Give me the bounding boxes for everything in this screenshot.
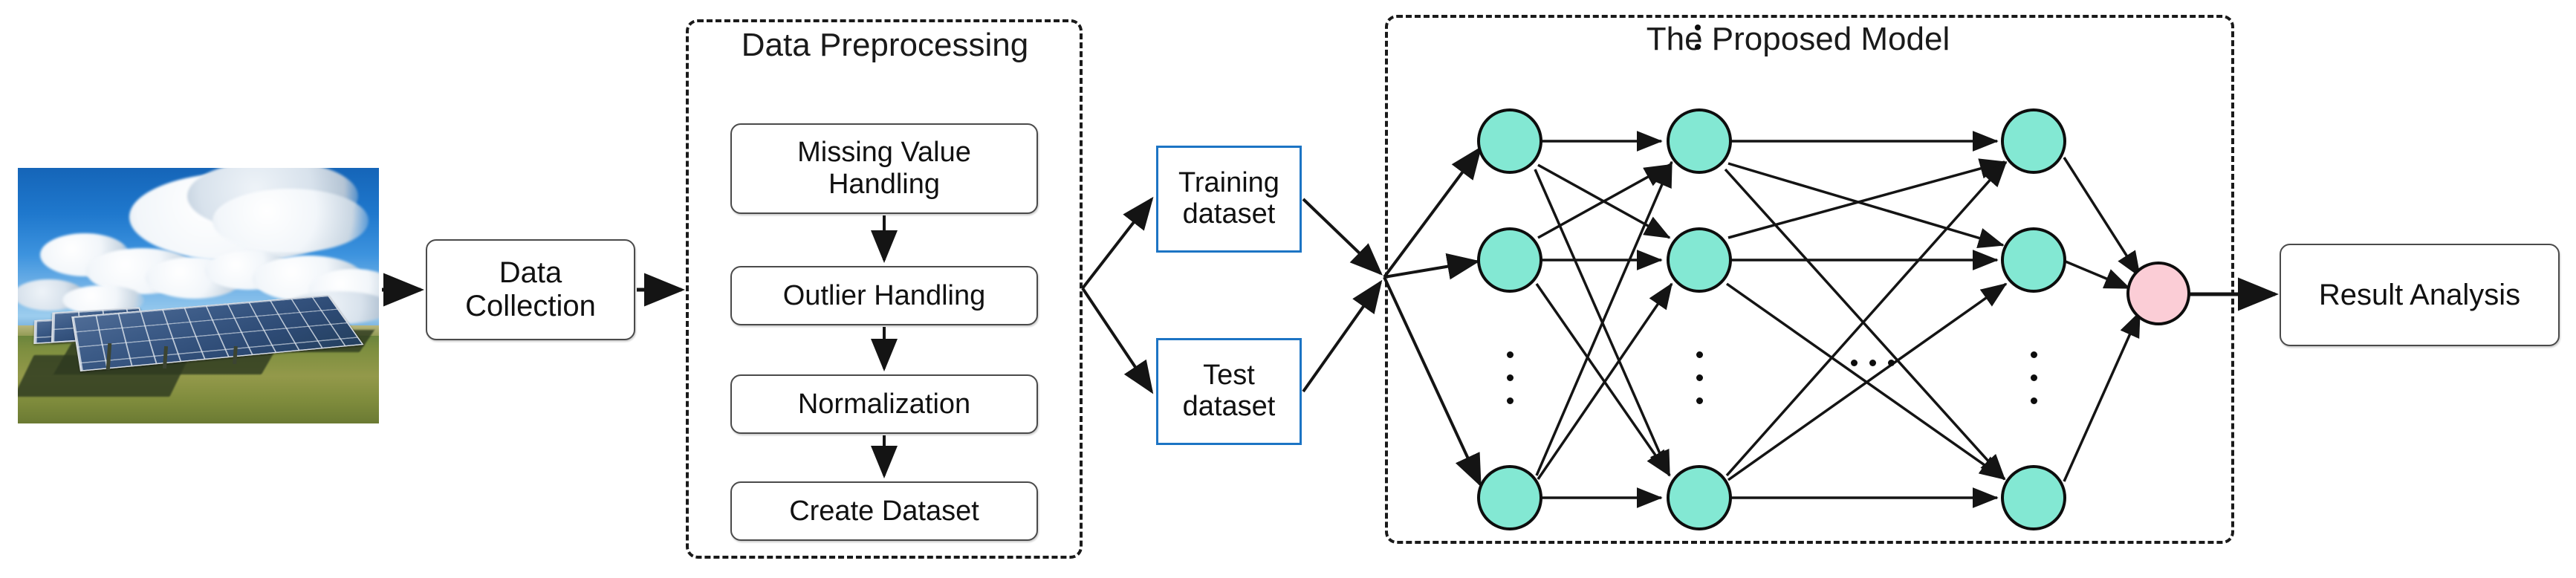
missing-value-label-line2: Handling [828,169,940,200]
arrow-training-to-model [1302,198,1383,276]
ellipsis-dot [1696,374,1703,381]
preprocess-step-normalization[interactable]: Normalization [730,374,1038,434]
outlier-handling-label: Outlier Handling [782,279,986,311]
normalization-label: Normalization [797,388,971,420]
node-hiddenN-2 [2001,227,2066,293]
ellipsis-dot [1506,397,1514,404]
node-input-2 [1477,227,1542,293]
preprocess-step-outlier-handling[interactable]: Outlier Handling [730,266,1038,325]
node-hidden1-1 [1667,108,1732,174]
hidden-layer-n-vertical-ellipsis [2026,333,2041,422]
training-dataset-box[interactable]: Training dataset [1156,146,1302,253]
missing-value-label-line1: Missing Value [797,137,971,169]
edge-h1-o2 [1727,162,2005,248]
solar-panel-farm-photo [18,168,379,423]
node-hiddenN-3 [2001,465,2066,530]
ellipsis-dot [2030,351,2037,358]
ellipsis-dot [2030,374,2037,381]
edge-in2-h1 [1537,163,1671,239]
node-hiddenN-1 [2001,108,2066,174]
ellipsis-dot [1506,374,1514,381]
input-layer-vertical-ellipsis [1502,333,1517,422]
arrow-entry-to-input-2 [1383,253,1480,280]
edge-on1-out [2063,157,2141,278]
ellipsis-dot [1850,359,1858,366]
result-analysis-label: Result Analysis [2318,278,2521,311]
edge-h3-o2 [1727,282,2008,481]
training-dataset-label-line1: Training [1178,167,1279,199]
node-output [2126,262,2190,325]
node-input-3 [1477,465,1542,530]
arrow-test-to-model [1302,279,1383,393]
ellipsis-dot [1696,351,1703,358]
node-hidden1-2 [1667,227,1732,293]
data-preprocessing-group [686,19,1083,559]
edge-in3-h2 [1537,282,1673,480]
ellipsis-dot [1869,359,1876,366]
ellipsis-dot [1695,44,1701,50]
hidden-layers-horizontal-ellipsis [1835,355,1910,370]
arrow-entry-to-input-1 [1383,146,1482,279]
ellipsis-dot [2030,397,2037,404]
edge-on2-out [2065,260,2131,290]
hidden-layer-1-vertical-ellipsis [1692,333,1707,422]
training-dataset-label-line2: dataset [1182,198,1276,230]
data-collection-label-line2: Collection [465,290,596,322]
node-hidden1-3 [1667,465,1732,530]
data-collection-label-line1: Data [499,256,562,290]
ellipsis-dot [1506,351,1514,358]
preprocess-step-create-dataset[interactable]: Create Dataset [730,481,1038,541]
test-dataset-box[interactable]: Test dataset [1156,338,1302,445]
edge-h1-o3 [1724,168,2006,481]
edge-in2-h3 [1535,283,1671,477]
edge-h3-o1 [1725,160,2008,477]
arrow-split-to-test [1081,287,1154,394]
data-preprocessing-title: Data Preprocessing [741,27,1029,63]
result-analysis-box[interactable]: Result Analysis [2280,244,2560,346]
preprocess-step-missing-value-handling[interactable]: Missing Value Handling [730,123,1038,214]
ellipsis-dot [1695,25,1701,30]
node-input-1 [1477,108,1542,174]
edge-on3-out [2063,311,2141,482]
edge-h2-o1 [1727,158,2006,239]
test-dataset-label-line2: dataset [1182,391,1276,422]
ellipsis-dot [1696,397,1703,404]
cloud-shape [212,189,369,253]
test-dataset-label-line1: Test [1203,360,1255,392]
create-dataset-label: Create Dataset [789,495,979,527]
arrow-entry-to-input-3 [1383,276,1482,487]
ellipsis-dot [1887,359,1895,366]
arrow-split-to-training [1081,196,1154,290]
edge-in3-h1 [1535,160,1673,476]
data-collection-box[interactable]: Data Collection [426,239,635,340]
layer-top-ellipsis [1695,18,1701,56]
